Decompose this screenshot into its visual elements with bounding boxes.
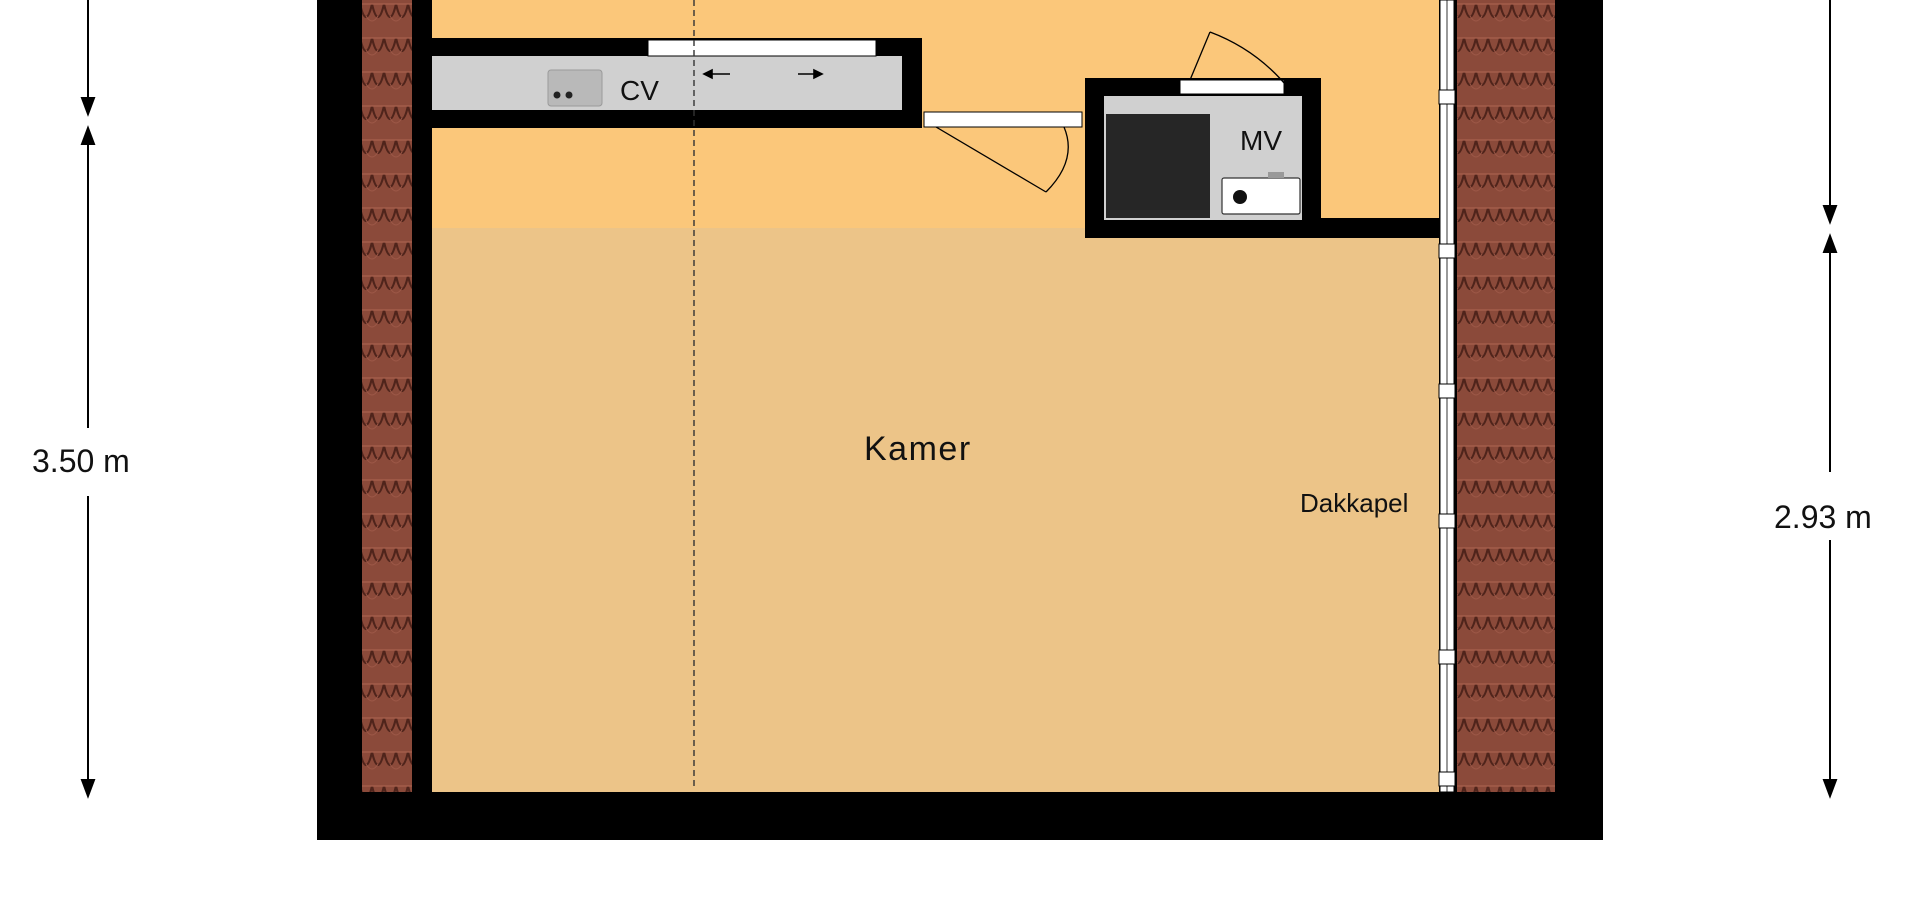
cv-cupboard-floor — [432, 56, 902, 110]
door-swing-mv[interactable] — [1179, 31, 1291, 95]
sliding-door[interactable] — [647, 39, 877, 57]
dimension-right — [1822, 0, 1838, 799]
dimension-label-left: 3.50 m — [32, 443, 130, 479]
boiler-icon — [547, 69, 603, 107]
dimension-left — [80, 0, 96, 799]
mv-label: MV — [1240, 125, 1282, 156]
dormer-window[interactable] — [1438, 0, 1456, 793]
roof-tiles-right — [1457, 0, 1555, 792]
arrow-left-right-icon — [702, 68, 824, 80]
cv-label: CV — [620, 75, 659, 106]
dryer-icon — [1106, 114, 1210, 218]
room-label-kamer: Kamer — [864, 430, 972, 468]
door-swing-center[interactable] — [923, 111, 1083, 193]
washing-machine-icon — [1221, 172, 1301, 215]
dormer-label: Dakkapel — [1300, 488, 1408, 518]
roof-tiles-left — [362, 0, 412, 792]
mv-to-dormer-wall — [1316, 218, 1456, 238]
dimension-label-right: 2.93 m — [1774, 499, 1872, 535]
